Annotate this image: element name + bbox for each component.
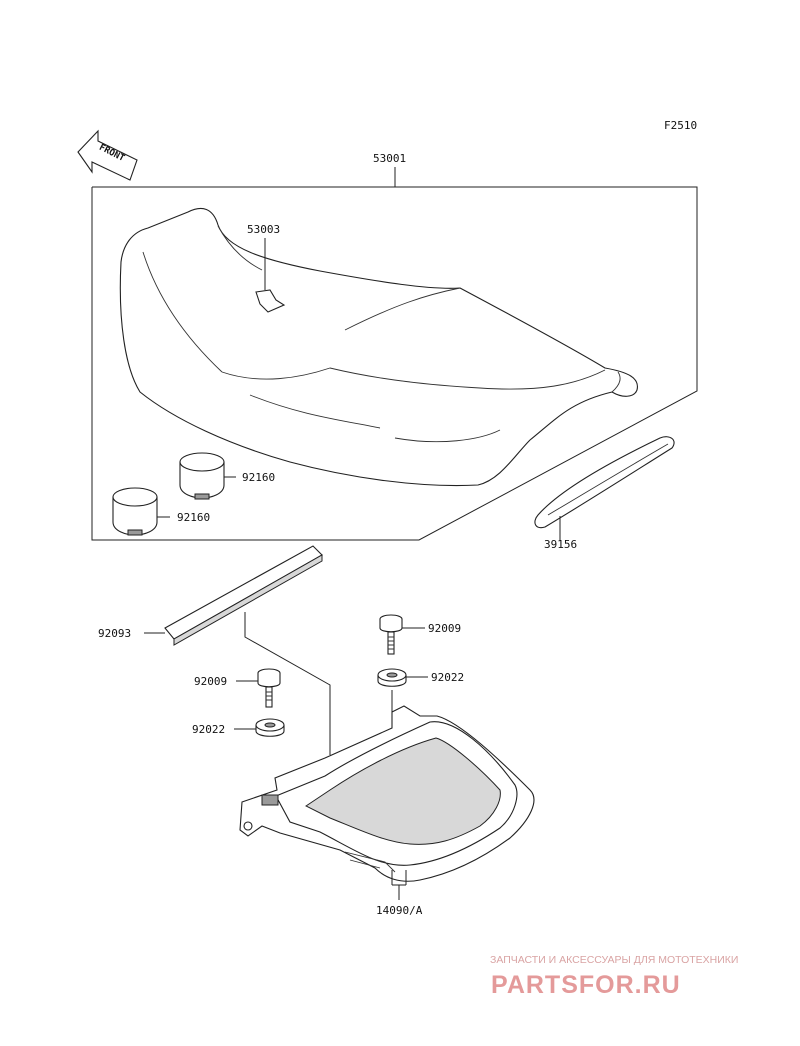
rubber-strip (144, 545, 331, 755)
damper-lower (112, 487, 170, 536)
part-label-92160-upper: 92160 (242, 471, 275, 484)
seat-assembly-frame (91, 167, 698, 541)
part-label-14090a: 14090/A (376, 904, 423, 917)
damper-upper (179, 452, 236, 500)
seat-label-tag (255, 238, 286, 313)
seat-base (239, 705, 535, 900)
bolt-left (236, 668, 281, 708)
part-label-92009-right: 92009 (428, 622, 461, 635)
washer-left (234, 718, 285, 737)
part-label-39156: 39156 (544, 538, 577, 551)
part-label-92093: 92093 (98, 627, 131, 640)
part-label-92022-right: 92022 (431, 671, 464, 684)
bolt-right (379, 614, 425, 655)
seat-drawing (119, 208, 638, 487)
washer-right (377, 668, 428, 722)
front-arrow-icon: FRONT (77, 129, 138, 181)
part-label-53003: 53003 (247, 223, 280, 236)
watermark-caption: ЗАПЧАСТИ И АКСЕССУАРЫ ДЛЯ МОТОТЕХНИКИ (490, 954, 738, 966)
watermark-brand: PARTSFOR.RU (491, 971, 681, 999)
part-label-92022-left: 92022 (192, 723, 225, 736)
part-label-92009-left: 92009 (194, 675, 227, 688)
figure-code: F2510 (664, 119, 697, 132)
seat-strip (534, 436, 675, 540)
part-label-53001: 53001 (373, 152, 406, 165)
part-label-92160-lower: 92160 (177, 511, 210, 524)
